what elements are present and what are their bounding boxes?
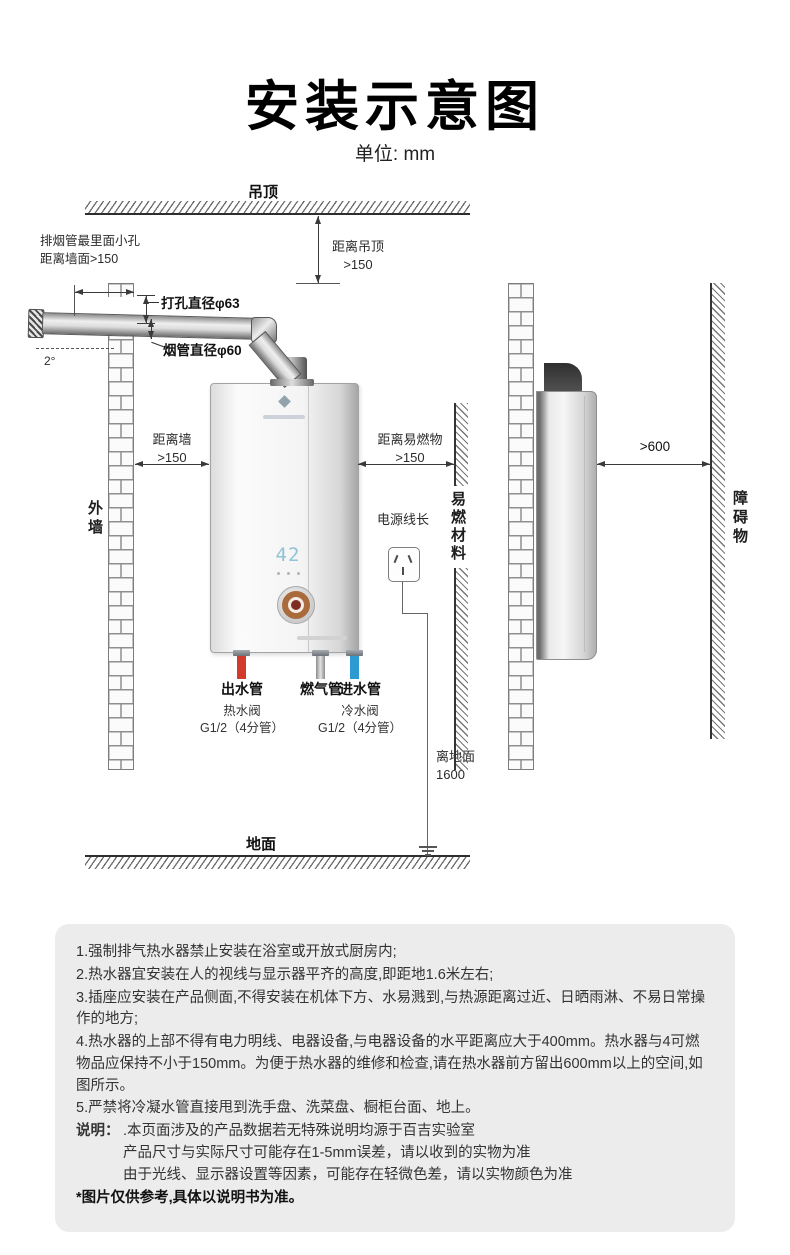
floor-label: 地面 bbox=[246, 836, 277, 853]
outlet-slot bbox=[393, 554, 399, 564]
flue-diameter-arrow bbox=[148, 319, 154, 339]
ground-symbol bbox=[425, 854, 431, 856]
flue-angle-label: 2° bbox=[44, 354, 56, 368]
outlet-slot bbox=[402, 567, 404, 575]
note-item: 2.热水器宜安装在人的视线与显示器平齐的高度,即距地1.6米左右; bbox=[76, 966, 494, 983]
exhaust-note-line2: 距离墙面>150 bbox=[40, 251, 119, 266]
gas-pipe-label: 燃气管 bbox=[300, 681, 342, 697]
outlet-pipe-label: 出水管 bbox=[221, 681, 263, 697]
ceiling-distance-label: 距离吊顶 >150 bbox=[326, 238, 390, 274]
flammable-distance-arrow bbox=[358, 461, 454, 467]
display-status-dots bbox=[277, 572, 300, 575]
cord-line bbox=[402, 613, 428, 614]
wall-distance-arrow bbox=[135, 461, 209, 467]
flammable-material-label: 易燃材料 bbox=[446, 486, 469, 568]
temperature-display: 42 bbox=[275, 544, 301, 566]
power-outlet-icon bbox=[388, 547, 420, 582]
flue-flange bbox=[270, 379, 314, 386]
cold-pipe-nut bbox=[346, 650, 363, 656]
explain-line: 产品尺寸与实际尺寸可能存在1-5mm误差，请以收到的实物为准 bbox=[123, 1144, 531, 1161]
leader-line bbox=[151, 341, 164, 348]
cold-valve-spec: G1/2（4分管） bbox=[317, 721, 403, 735]
water-heater-side bbox=[536, 391, 597, 660]
gas-pipe-nut bbox=[312, 650, 329, 656]
ground-symbol bbox=[422, 850, 434, 852]
wall-distance-value: >150 bbox=[157, 450, 187, 466]
ceiling-distance-text: 距离吊顶 bbox=[331, 239, 384, 254]
exterior-wall-brick bbox=[108, 283, 134, 770]
wall-distance-label: 距离墙 >150 bbox=[138, 431, 206, 467]
note-footnote: *图片仅供参考,具体以说明书为准。 bbox=[76, 1190, 304, 1207]
knob-center bbox=[291, 600, 301, 610]
ceiling-distance-arrow bbox=[315, 216, 321, 283]
water-heater-front: 42 bbox=[210, 383, 359, 653]
brand-logo-icon bbox=[278, 395, 291, 408]
flammable-distance-text: 距离易燃物 bbox=[377, 432, 443, 447]
explain-label: 说明： bbox=[76, 1123, 120, 1139]
side-panel-seam bbox=[584, 396, 585, 652]
obstacle-distance-label: >600 bbox=[639, 439, 671, 454]
exterior-wall-label: 外墙 bbox=[86, 500, 103, 538]
hot-water-pipe bbox=[237, 655, 246, 679]
leader-line bbox=[148, 302, 159, 303]
outlet-slot bbox=[407, 554, 413, 564]
installation-notes: 1.强制排气热水器禁止安装在浴室或开放式厨房内; 2.热水器宜安装在人的视线与显… bbox=[55, 924, 735, 1232]
side-flue bbox=[544, 363, 582, 395]
hot-valve-spec: G1/2（4分管） bbox=[199, 721, 285, 735]
gas-pipe bbox=[316, 655, 325, 679]
flue-diameter-label: 烟管直径φ60 bbox=[163, 343, 242, 358]
cold-water-pipe bbox=[350, 655, 359, 679]
side-wall-brick bbox=[508, 283, 534, 770]
page-title: 安装示意图 bbox=[245, 77, 545, 137]
ceiling-hatch bbox=[85, 201, 470, 215]
note-explain: 说明： .本页面涉及的产品数据若无特殊说明均源于百吉实验室 产品尺寸与实际尺寸可… bbox=[76, 1121, 714, 1186]
panel-seam bbox=[308, 384, 309, 652]
hole-diameter-label: 打孔直径φ63 bbox=[161, 296, 240, 311]
exhaust-note-line1: 排烟管最里面小孔 bbox=[40, 234, 141, 248]
tick-line bbox=[137, 295, 155, 296]
obstacle-distance-arrow bbox=[597, 461, 710, 467]
note-item: 5.严禁将冷凝水管直接甩到洗手盘、洗菜盘、橱柜台面、地上。 bbox=[76, 1100, 480, 1117]
obstacle-label: 障碍物 bbox=[731, 490, 748, 547]
exhaust-pipe-tube bbox=[41, 312, 267, 341]
control-knob bbox=[277, 586, 315, 624]
explain-line: .本页面涉及的产品数据若无特殊说明均源于百吉实验室 bbox=[123, 1123, 476, 1139]
explain-line: 由于光线、显示器设置等因素，可能存在轻微色差，请以实物颜色为准 bbox=[123, 1166, 573, 1183]
ceiling-label: 吊顶 bbox=[248, 184, 279, 201]
floor-hatch bbox=[85, 855, 470, 869]
unit-label: 单位: mm bbox=[354, 144, 436, 165]
model-text-mark bbox=[297, 636, 347, 640]
hot-valve-label: 热水阀 bbox=[223, 704, 261, 718]
cord-line bbox=[402, 581, 403, 614]
hot-pipe-nut bbox=[233, 650, 250, 656]
note-item: 3.插座应安装在产品侧面,不得安装在机体下方、水易溅到,与热源距离过近、日晒雨淋… bbox=[76, 989, 706, 1028]
tick-line bbox=[137, 323, 155, 324]
hole-diameter-arrow bbox=[143, 296, 149, 323]
flammable-material-hatch bbox=[454, 403, 468, 770]
wall-distance-text: 距离墙 bbox=[152, 432, 192, 447]
ground-symbol bbox=[419, 846, 437, 848]
height-reference-line bbox=[427, 613, 428, 856]
power-cord-label: 电源线长 bbox=[377, 512, 430, 527]
brand-text-mark bbox=[263, 415, 305, 419]
flammable-distance-value: >150 bbox=[395, 450, 425, 466]
cold-valve-label: 冷水阀 bbox=[341, 704, 379, 718]
ceiling-distance-value: >150 bbox=[343, 257, 373, 273]
exhaust-distance-arrow bbox=[75, 289, 134, 295]
floor-distance-value: 1600 bbox=[436, 767, 465, 783]
note-item: 4.热水器的上部不得有电力明线、电器设备,与电器设备的水平距离应大于400mm。… bbox=[76, 1034, 703, 1094]
exhaust-note: 排烟管最里面小孔 距离墙面>150 bbox=[40, 233, 140, 268]
extension-line bbox=[296, 283, 340, 284]
angle-reference-line bbox=[36, 348, 114, 349]
extension-line bbox=[74, 285, 75, 316]
inlet-pipe-label: 进水管 bbox=[339, 681, 381, 697]
note-item: 1.强制排气热水器禁止安装在浴室或开放式厨房内; bbox=[76, 944, 397, 960]
explain-lines: .本页面涉及的产品数据若无特殊说明均源于百吉实验室 产品尺寸与实际尺寸可能存在1… bbox=[123, 1121, 573, 1186]
flammable-distance-label: 距离易燃物 >150 bbox=[368, 431, 452, 467]
obstacle-hatch bbox=[710, 283, 725, 739]
